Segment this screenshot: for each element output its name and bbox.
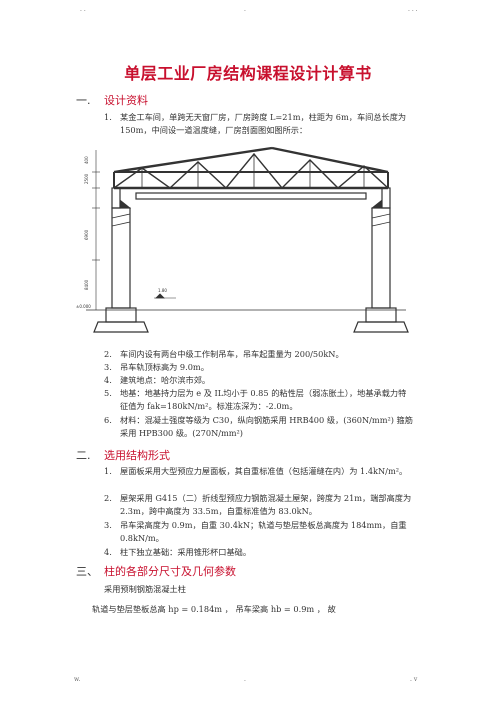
list-item: 3.吊车轨顶标高为 9.0m。	[104, 361, 414, 374]
factory-section-svg: 400 2500 6900 8400 ±0.000 1.80	[76, 146, 409, 333]
dim-6900: 6900	[84, 229, 89, 240]
section-title: 柱的各部分尺寸及几何参数	[104, 565, 236, 578]
list-item-text: 材料：混凝土强度等级为 C30，纵向钢筋采用 HRB400 级，(360N/mm…	[120, 415, 413, 438]
paragraph: 采用预制钢筋混凝土柱	[104, 584, 186, 594]
header-right: . . .	[408, 6, 418, 13]
footer-center: .	[244, 676, 246, 683]
list-item: 4.建筑地点：哈尔滨市郊。	[104, 374, 414, 387]
list-item-text: 车间内设有两台中级工作制吊车，吊车起重量为 200/50kN。	[120, 349, 344, 359]
header-center: .	[244, 6, 246, 13]
list-item-text: 建筑地点：哈尔滨市郊。	[120, 375, 211, 385]
page-title: 单层工业厂房结构课程设计计算书	[124, 64, 372, 83]
section-number: 一.	[76, 94, 91, 107]
list-item-text: 屋面板采用大型预应力屋面板，其自重标准值（包括灌缝在内）为 1.4kN/m²。	[120, 466, 408, 476]
section-drawing: 400 2500 6900 8400 ±0.000 1.80	[76, 140, 416, 344]
list-item-text: 某金工车间，单跨无天窗厂房，厂房跨度 L=21m，柱距为 6m，车间总长度为 1…	[120, 112, 407, 135]
dim-400: 400	[84, 156, 89, 164]
list-item: 6.材料：混凝土强度等级为 C30，纵向钢筋采用 HRB400 级，(360N/…	[104, 415, 413, 438]
section-number: 三、	[76, 565, 98, 578]
header-left: . .	[80, 6, 86, 13]
level-zero: ±0.000	[76, 304, 91, 309]
list-item-text: 屋架采用 G415（二）折线型预应力钢筋混凝土屋架，跨度为 21m，端部高度为 …	[120, 493, 412, 516]
list-item-text: 吊车梁高度为 0.9m，自重 30.4kN；轨道与垫层垫板总高度为 184mm，…	[120, 520, 407, 543]
list-item: 4.柱下独立基础：采用锥形杯口基础。	[104, 546, 414, 559]
list-item-text: 地基：地基持力层为 e 及 IL均小于 0.85 的粘性层（弱冻胀土），地基承载…	[120, 388, 407, 411]
list-item-text: 柱下独立基础：采用锥形杯口基础。	[120, 547, 252, 557]
paragraph: 轨道与垫层垫板总高 hp = 0.184m ， 吊车梁高 hb = 0.9m ，…	[92, 604, 336, 614]
list-item: 1.某金工车间，单跨无天窗厂房，厂房跨度 L=21m，柱距为 6m，车间总长度为…	[104, 111, 414, 137]
list-item: 2.车间内设有两台中级工作制吊车，吊车起重量为 200/50kN。	[104, 348, 414, 361]
section-heading-1: 一. 设计资料	[76, 92, 148, 108]
section-heading-2: 二. 选用结构形式	[76, 447, 170, 463]
section-title: 设计资料	[104, 94, 148, 107]
list-item-text: 吊车轨顶标高为 9.0m。	[120, 362, 209, 372]
dim-8400: 8400	[84, 279, 89, 290]
footer-right: . v	[410, 676, 418, 683]
section-number: 二.	[76, 449, 91, 462]
section-title: 选用结构形式	[104, 449, 170, 462]
dim-2500: 2500	[84, 173, 89, 184]
list-item: 3.吊车梁高度为 0.9m，自重 30.4kN；轨道与垫层垫板总高度为 184m…	[104, 519, 414, 545]
list-item: 2.屋架采用 G415（二）折线型预应力钢筋混凝土屋架，跨度为 21m，端部高度…	[104, 492, 414, 518]
level-mark: 1.80	[158, 288, 167, 293]
section-heading-3: 三、柱的各部分尺寸及几何参数	[76, 563, 236, 579]
list-item: 5.地基：地基持力层为 e 及 IL均小于 0.85 的粘性层（弱冻胀土），地基…	[104, 387, 414, 413]
list-item: 1.屋面板采用大型预应力屋面板，其自重标准值（包括灌缝在内）为 1.4kN/m²…	[104, 465, 414, 478]
footer-left: w.	[74, 676, 81, 683]
